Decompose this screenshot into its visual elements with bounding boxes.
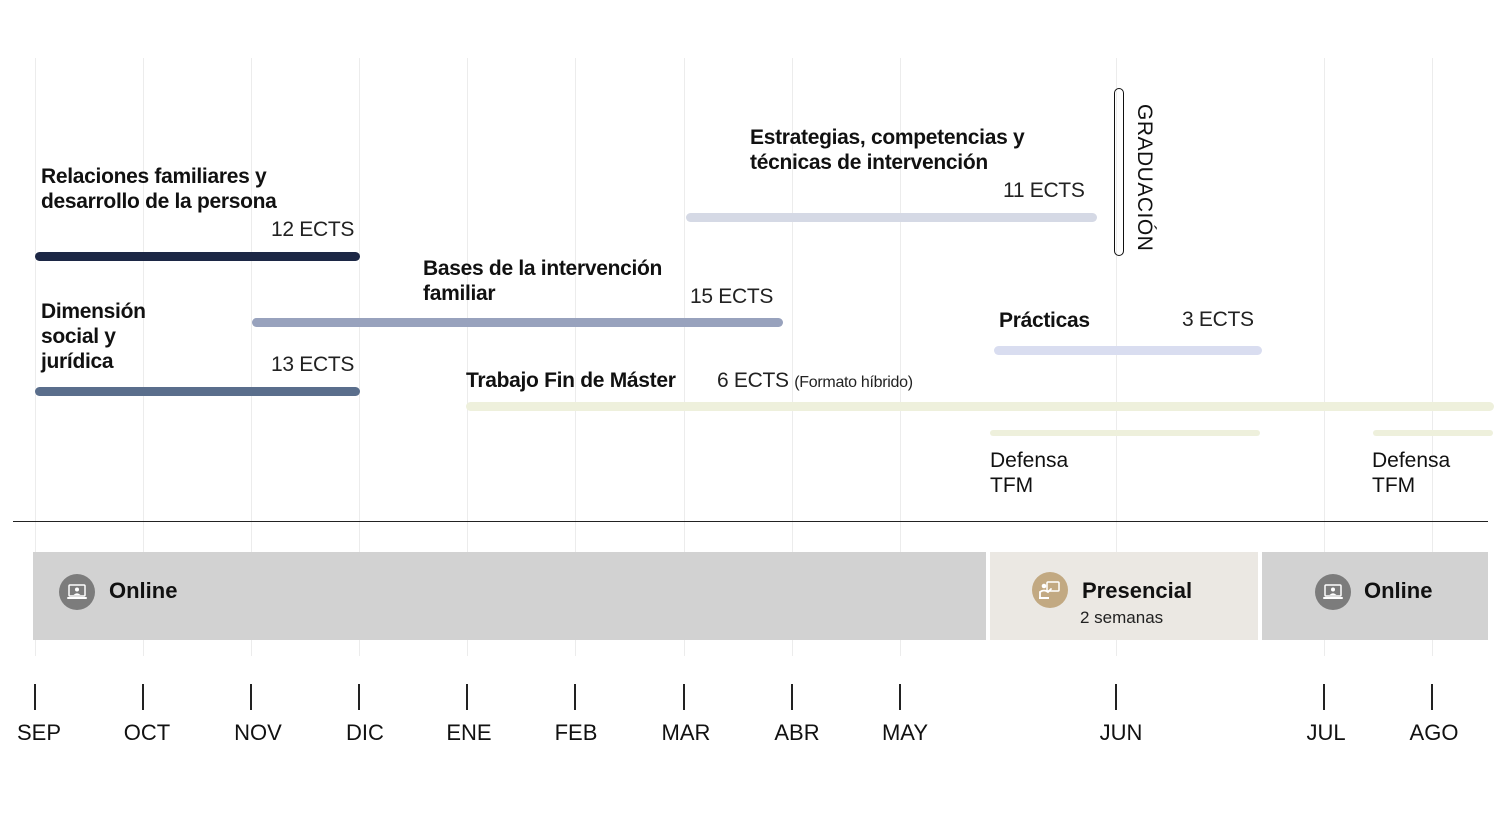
course-title-tfm: Trabajo Fin de Máster: [466, 369, 676, 392]
defensa-label-2: Defensa TFM: [1372, 449, 1451, 497]
mode-block-online-1: Online: [33, 552, 986, 640]
course-ects-relaciones: 12 ECTS: [271, 218, 355, 241]
mode-block-presencial: Presencial 2 semanas: [990, 552, 1258, 640]
tick-ene: [466, 684, 468, 710]
course-ects-bases: 15 ECTS: [690, 285, 774, 308]
tick-jun: [1115, 684, 1117, 710]
course-bar-estrategias: [686, 213, 1097, 222]
course-ects-tfm: 6 ECTS (Formato híbrido): [717, 369, 913, 393]
tick-dic: [358, 684, 360, 710]
grid-line-sep: [35, 58, 36, 656]
month-label-mar: MAR: [661, 720, 711, 745]
month-label-may: MAY: [881, 720, 929, 745]
graduation-label: GRADUACIÓN: [1133, 104, 1156, 252]
tick-ago: [1431, 684, 1433, 710]
grid-line-feb: [575, 58, 576, 656]
graduation-marker: [1114, 88, 1124, 256]
tick-jul: [1323, 684, 1325, 710]
course-ects-estrategias: 11 ECTS: [1003, 179, 1085, 202]
course-title-dimension: Dimensión social y jurídica: [41, 300, 146, 373]
grid-line-ene: [467, 58, 468, 656]
mode-sub-presencial: 2 semanas: [1080, 608, 1164, 627]
tick-abr: [791, 684, 793, 710]
grid-line-mar: [684, 58, 685, 656]
grid-line-jul: [1324, 58, 1325, 656]
tick-mar: [683, 684, 685, 710]
month-label-feb: FEB: [554, 720, 598, 745]
tick-may: [899, 684, 901, 710]
mode-label-online-2: Online: [1364, 578, 1433, 603]
timeline-divider: [13, 521, 1488, 522]
tick-nov: [250, 684, 252, 710]
grid-line-ago: [1432, 58, 1433, 656]
course-bar-tfm: [466, 402, 1494, 411]
month-label-abr: ABR: [774, 720, 820, 745]
grid-line-dic: [359, 58, 360, 656]
defensa-bar-2: [1373, 430, 1493, 436]
course-title-practicas: Prácticas: [999, 309, 1090, 332]
course-ects-tfm-value: 6 ECTS: [717, 369, 789, 392]
course-ects-dimension: 13 ECTS: [271, 353, 355, 376]
grid-line-may: [900, 58, 901, 656]
grid-line-nov: [251, 58, 252, 656]
month-label-ago: AGO: [1409, 720, 1459, 745]
laptop-user-icon: [59, 574, 95, 610]
month-label-jul: JUL: [1306, 720, 1346, 745]
course-title-estrategias: Estrategias, competencias y técnicas de …: [750, 126, 1025, 174]
course-ects-practicas: 3 ECTS: [1182, 308, 1254, 331]
course-note-tfm: (Formato híbrido): [794, 374, 913, 391]
course-title-relaciones: Relaciones familiares y desarrollo de la…: [41, 165, 277, 213]
defensa-bar-1: [990, 430, 1260, 436]
grid-line-oct: [143, 58, 144, 656]
month-label-nov: NOV: [234, 720, 282, 745]
tick-feb: [574, 684, 576, 710]
month-label-oct: OCT: [123, 720, 171, 745]
mode-label-presencial: Presencial: [1082, 578, 1193, 603]
mode-label-online-1: Online: [109, 578, 178, 603]
defensa-label-1: Defensa TFM: [990, 449, 1069, 497]
course-bar-relaciones: [35, 252, 360, 261]
course-bar-dimension: [35, 387, 360, 396]
month-label-ene: ENE: [446, 720, 492, 745]
month-label-jun: JUN: [1099, 720, 1143, 745]
laptop-user-icon: [1315, 574, 1351, 610]
tick-oct: [142, 684, 144, 710]
grid-line-abr: [792, 58, 793, 656]
mode-block-online-2: Online: [1262, 552, 1488, 640]
presenter-icon: [1032, 572, 1068, 608]
month-label-dic: DIC: [346, 720, 384, 745]
course-title-bases: Bases de la intervención familiar: [423, 257, 663, 305]
course-bar-bases: [252, 318, 783, 327]
tick-sep: [34, 684, 36, 710]
month-label-sep: SEP: [16, 720, 62, 745]
course-bar-practicas: [994, 346, 1262, 355]
grid-line-jun: [1116, 58, 1117, 656]
